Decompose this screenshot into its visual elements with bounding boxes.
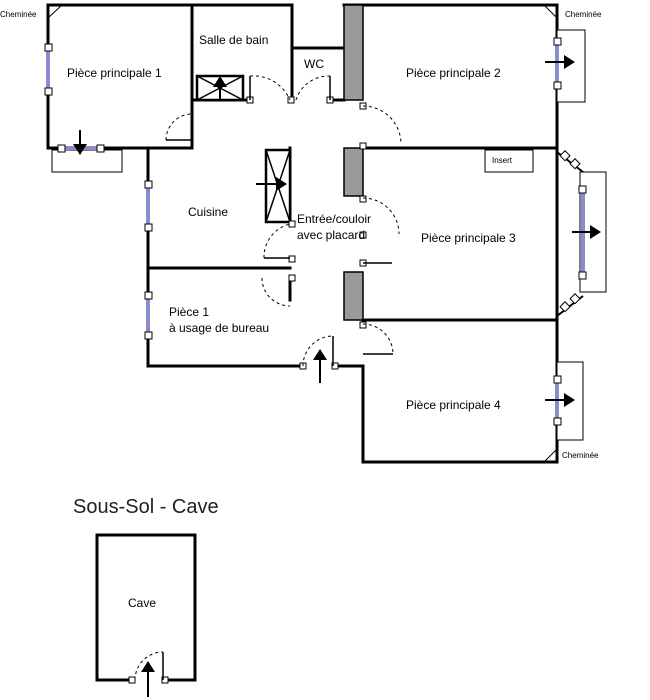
label-cheminee-top-left: Cheminée (0, 10, 37, 19)
label-cheminee-bottom-right: Cheminée (562, 451, 599, 460)
label-piece-principale-3: Pièce principale 3 (421, 231, 516, 245)
label-insert: Insert (492, 156, 513, 165)
section-title: Sous-Sol - Cave (73, 496, 219, 518)
label-piece-principale-1: Pièce principale 1 (67, 66, 162, 80)
label-entree-line2: avec placard (297, 228, 365, 242)
label-entree-line1: Entrée/couloir (297, 212, 371, 226)
nodes (44, 37, 587, 684)
pillars (343, 4, 364, 321)
pillar-bottom (343, 271, 364, 321)
label-piece-1-line1: Pièce 1 (169, 305, 209, 319)
label-piece-1-line2: à usage de bureau (169, 321, 269, 335)
pillar-middle (343, 147, 364, 197)
pillar-top (343, 4, 364, 101)
label-piece-principale-2: Pièce principale 2 (406, 66, 501, 80)
insert-box (484, 149, 534, 173)
label-wc: WC (304, 57, 324, 71)
bay-window (556, 150, 584, 317)
label-cheminee-top-right: Cheminée (565, 10, 602, 19)
walls (46, 3, 559, 682)
labels: Pièce principale 1 Salle de bain WC Pièc… (0, 10, 602, 610)
doors (134, 75, 402, 681)
chimney-diagonals (47, 4, 558, 463)
label-cuisine: Cuisine (188, 205, 228, 219)
label-salle-de-bain: Salle de bain (199, 33, 268, 47)
label-cave: Cave (128, 596, 156, 610)
windows (46, 42, 585, 422)
label-piece-principale-4: Pièce principale 4 (406, 398, 501, 412)
arrows (73, 55, 601, 697)
